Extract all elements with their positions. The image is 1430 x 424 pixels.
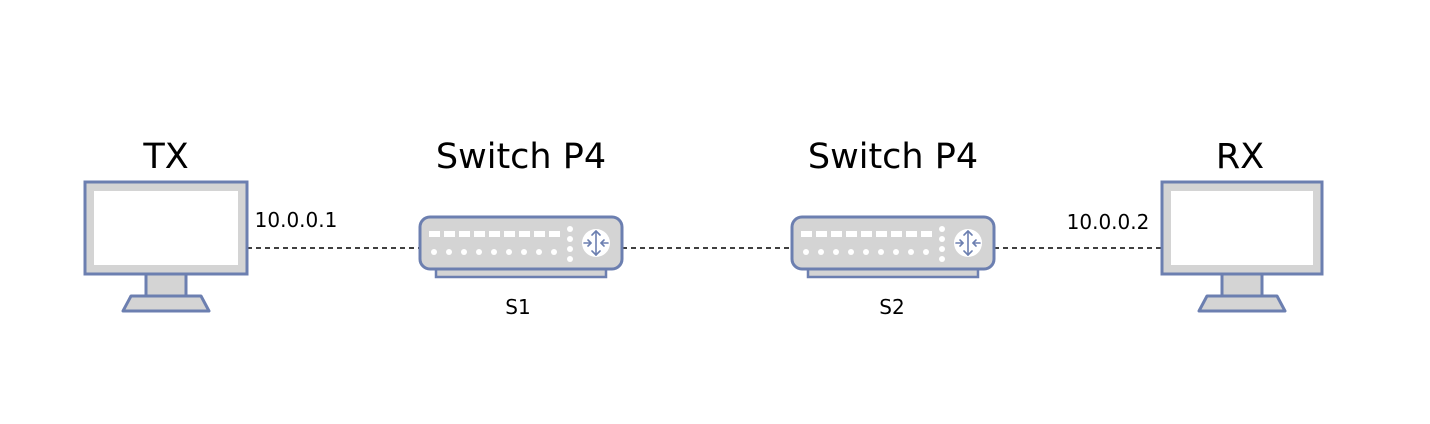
tx-monitor-icon bbox=[83, 180, 249, 313]
s2-name-label: S2 bbox=[879, 295, 905, 319]
rx-title: RX bbox=[1215, 137, 1265, 177]
tx-address-label: 10.0.0.1 bbox=[254, 208, 338, 232]
s1-name-label: S1 bbox=[505, 295, 531, 319]
router-arrows-icon bbox=[583, 230, 609, 256]
router-arrows-icon bbox=[955, 230, 981, 256]
s1-switch-icon bbox=[418, 215, 624, 279]
s1-title: Switch P4 bbox=[435, 137, 607, 177]
s2-title: Switch P4 bbox=[807, 137, 979, 177]
rx-address-label: 10.0.0.2 bbox=[1066, 210, 1150, 234]
rx-monitor-icon bbox=[1160, 180, 1324, 313]
s2-switch-icon bbox=[790, 215, 996, 279]
tx-title: TX bbox=[143, 137, 189, 177]
